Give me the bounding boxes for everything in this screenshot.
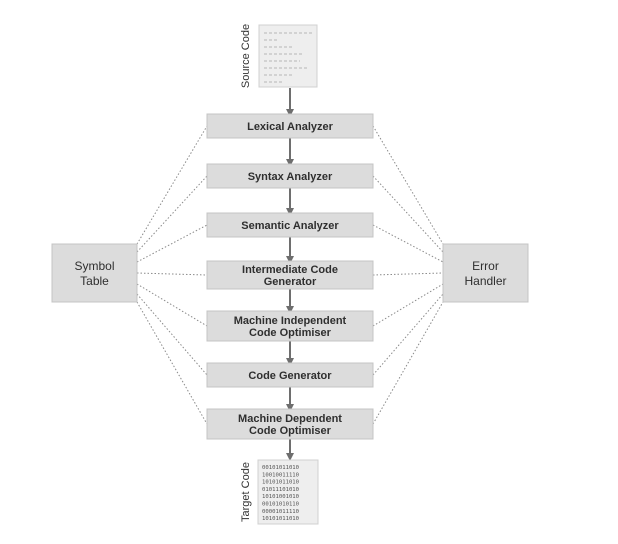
target-code-lines: 0010101101010010011110101010110100101110… <box>262 465 299 522</box>
symbol-table-label-line-2: Table <box>80 274 109 288</box>
target-code-line: 10101011010 <box>262 516 299 522</box>
phase-box-syntax-analyzer: Syntax Analyzer <box>206 163 374 189</box>
dotted-error-handler-3 <box>372 224 444 263</box>
phase-box-lexical-analyzer: Lexical Analyzer <box>206 113 374 139</box>
symbol-table-label-line-1: Symbol <box>74 259 114 273</box>
dotted-error-handler-7 <box>372 301 444 425</box>
phase-box-rect <box>206 212 374 238</box>
target-code-document: 0010101101010010011110101010110100101110… <box>240 459 319 525</box>
dotted-symbol-table-6 <box>136 293 208 376</box>
source-code-lines <box>264 32 312 83</box>
phase-label: Generator <box>264 276 317 288</box>
phase-label: Machine Independent <box>234 315 347 327</box>
dotted-symbol-table-3 <box>136 224 208 263</box>
error-handler-box: Error Handler <box>442 243 529 303</box>
phase-box-rect <box>206 163 374 189</box>
phase-label: Lexical Analyzer <box>247 121 334 133</box>
phase-label: Code Optimiser <box>249 425 332 437</box>
source-code-document: Source Code <box>240 24 318 88</box>
phase-box-semantic-analyzer: Semantic Analyzer <box>206 212 374 238</box>
dotted-error-handler-1 <box>372 125 444 245</box>
dotted-symbol-table-2 <box>136 175 208 253</box>
dotted-symbol-table-7 <box>136 301 208 425</box>
phase-label: Semantic Analyzer <box>241 220 339 232</box>
dotted-symbol-table-5 <box>136 283 208 327</box>
phase-box-rect <box>206 113 374 139</box>
phase-label: Code Optimiser <box>249 327 332 339</box>
target-code-line: 10010011110 <box>262 472 299 478</box>
target-code-line: 10101001010 <box>262 494 299 500</box>
phase-box-rect <box>206 260 374 290</box>
target-code-line: 10101011010 <box>262 480 299 486</box>
phase-box-rect <box>206 408 374 440</box>
target-code-line: 00001011110 <box>262 509 299 515</box>
phase-box-rect <box>206 362 374 388</box>
phase-label: Intermediate Code <box>242 264 338 276</box>
dotted-symbol-table-4 <box>136 272 208 276</box>
target-code-line: 00101011010 <box>262 465 299 471</box>
dotted-error-handler-6 <box>372 293 444 376</box>
phase-box-rect <box>206 310 374 342</box>
phase-label: Code Generator <box>248 370 332 382</box>
phase-label: Syntax Analyzer <box>248 171 333 183</box>
dotted-error-handler-2 <box>372 175 444 253</box>
target-code-label: Target Code <box>240 462 252 522</box>
error-handler-label-line-2: Handler <box>464 274 506 288</box>
symbol-table-box: Symbol Table <box>51 243 138 303</box>
phase-label: Machine Dependent <box>238 413 342 425</box>
source-code-label: Source Code <box>240 24 252 88</box>
dotted-error-handler-4 <box>372 272 444 276</box>
dotted-symbol-table-1 <box>136 125 208 245</box>
dotted-connectors <box>136 125 444 425</box>
phase-box-code-generator: Code Generator <box>206 362 374 388</box>
target-code-line: 00101010110 <box>262 502 299 508</box>
error-handler-label-line-1: Error <box>472 259 499 273</box>
target-code-line: 01011101010 <box>262 487 299 493</box>
